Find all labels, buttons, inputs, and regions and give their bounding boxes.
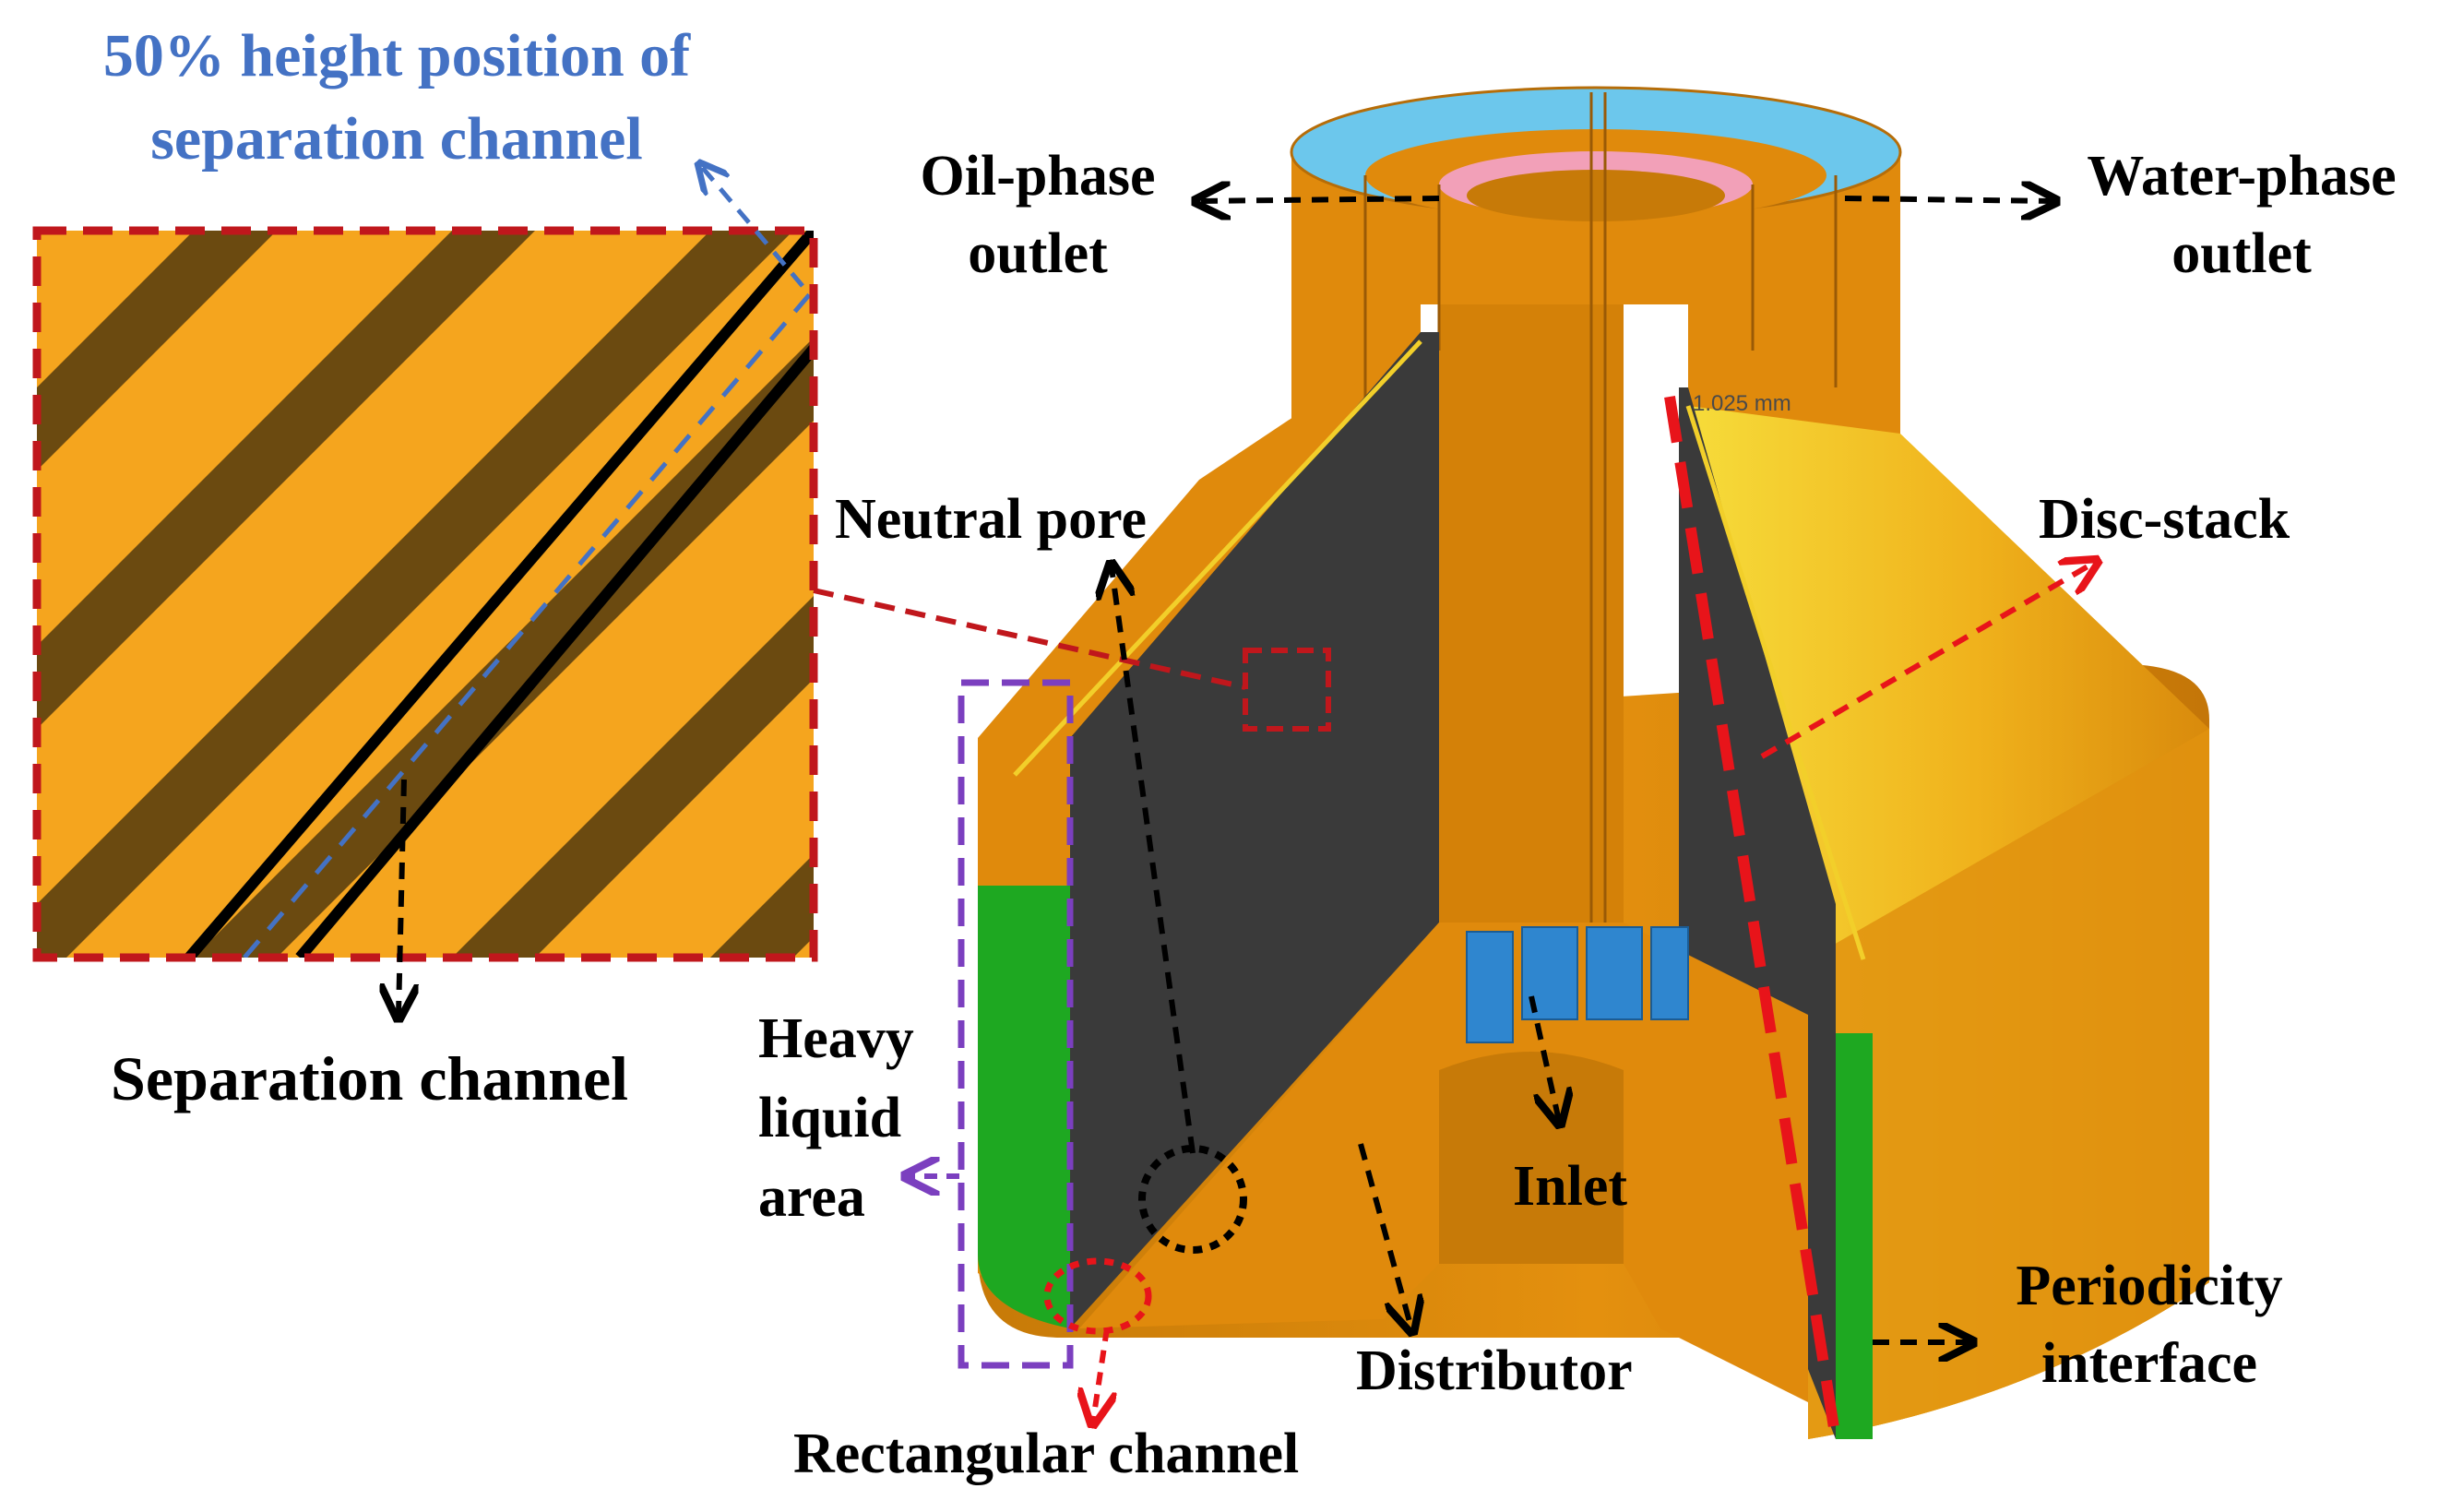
heavy-liquid-label: Heavy liquid area bbox=[758, 1010, 914, 1226]
water-outlet-line1: Water-phase bbox=[2087, 145, 2397, 208]
heavy-liquid-line1: Heavy bbox=[758, 1007, 914, 1070]
disc-section-left bbox=[1070, 332, 1439, 1328]
oil-outlet-line1: Oil-phase bbox=[920, 145, 1156, 208]
dimension-text: 1.025 mm bbox=[1693, 391, 1791, 416]
heavy-liquid-box bbox=[958, 679, 1074, 1369]
oil-outlet-line2: outlet bbox=[968, 222, 1108, 285]
distributor-label: Distributor bbox=[1356, 1339, 1633, 1402]
neutral-pore-circle bbox=[1138, 1145, 1247, 1254]
heavy-liquid-strip bbox=[978, 886, 1070, 1328]
separator-model: 1.025 mm bbox=[978, 86, 2209, 1439]
periodicity-line1: Periodicity bbox=[2016, 1255, 2283, 1317]
zoom-source-box bbox=[1243, 648, 1331, 732]
water-outlet-line2: outlet bbox=[2171, 222, 2312, 285]
separation-channel-label: Separation channel bbox=[111, 1043, 629, 1113]
inlet-ports bbox=[1466, 926, 1689, 1043]
rectangular-channel-label: Rectangular channel bbox=[793, 1423, 1300, 1485]
inset-stripes bbox=[37, 231, 814, 958]
height-position-line1: 50% height position of bbox=[102, 22, 691, 89]
periodicity-label: Periodicity interface bbox=[1993, 1257, 2306, 1392]
oil-outlet-label: Oil-phase outlet bbox=[876, 148, 1199, 282]
heavy-liquid-line2: liquid bbox=[758, 1087, 902, 1149]
inlet-label: Inlet bbox=[1513, 1155, 1627, 1218]
disc-stack-label: Disc-stack bbox=[2039, 488, 2290, 551]
height-position-label: 50% height position of separation channe… bbox=[28, 26, 766, 170]
rect-channel-circle bbox=[1043, 1257, 1152, 1335]
neutral-pore-label: Neutral pore bbox=[835, 488, 1148, 551]
inset-zoom-panel bbox=[32, 226, 818, 962]
periodicity-strip bbox=[1836, 1033, 1873, 1439]
upper-cylinder bbox=[1291, 148, 1900, 434]
heavy-liquid-line3: area bbox=[758, 1166, 865, 1229]
annotation-arrows bbox=[399, 166, 2094, 1421]
periodicity-line2: interface bbox=[2040, 1332, 2258, 1395]
height-position-line2: separation channel bbox=[150, 105, 643, 173]
water-outlet-label: Water-phase outlet bbox=[2057, 148, 2426, 282]
